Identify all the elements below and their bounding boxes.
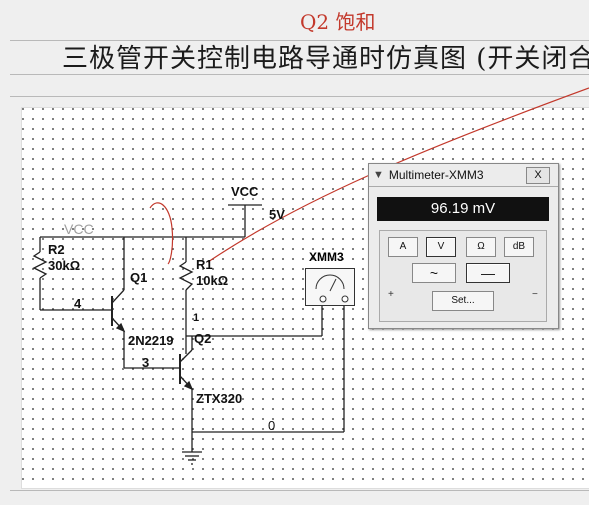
node-4-label: 4 xyxy=(74,296,82,311)
multimeter-title: Multimeter-XMM3 xyxy=(388,168,484,182)
q2-part-label: ZTX320 xyxy=(196,391,243,406)
vcc-source-label: VCC xyxy=(231,184,259,199)
ruled-line xyxy=(10,74,589,75)
close-button[interactable]: X xyxy=(526,167,550,184)
mode-ampere-button[interactable]: A xyxy=(388,237,418,257)
r1-resistor xyxy=(178,261,194,291)
q1-name-label: Q1 xyxy=(130,270,148,285)
node-1-label: 1 xyxy=(193,312,200,324)
plus-terminal-label: + xyxy=(388,289,394,300)
r1-name-label: R1 xyxy=(196,257,213,272)
r2-value-label: 30kΩ xyxy=(48,258,81,273)
multimeter-icon: ▼ xyxy=(373,169,384,181)
q2-name-label: Q2 xyxy=(194,331,212,346)
meter-dial-icon xyxy=(315,274,349,303)
meter-ref-label: XMM3 xyxy=(309,250,344,264)
ruled-line xyxy=(10,96,589,97)
handwritten-title: 三极管开关控制电路导通时仿真图 (开关闭合) xyxy=(62,44,589,74)
multimeter-titlebar[interactable]: ▼ Multimeter-XMM3 X xyxy=(369,164,558,187)
vcc-value-label: 5V xyxy=(269,207,285,222)
q2-emitter-arrow xyxy=(183,380,194,391)
red-base-mark xyxy=(149,202,174,265)
mode-ohm-button[interactable]: Ω xyxy=(466,237,496,257)
mode-db-button[interactable]: dB xyxy=(504,237,534,257)
ruled-line xyxy=(10,40,589,41)
control-panel: A V Ω dB ~ — + Set... − xyxy=(379,230,547,322)
r2-resistor xyxy=(32,251,48,279)
reading-display: 96.19 mV xyxy=(377,197,549,221)
dc-button[interactable]: — xyxy=(466,263,510,283)
multimeter-instrument[interactable] xyxy=(305,268,355,306)
node-3-label: 3 xyxy=(142,355,150,370)
r1-value-label: 10kΩ xyxy=(196,273,229,288)
multimeter-window: ▼ Multimeter-XMM3 X 96.19 mV A V Ω dB ~ … xyxy=(368,163,559,329)
q1-emitter-arrow xyxy=(115,322,126,333)
r2-name-label: R2 xyxy=(48,242,65,257)
q1-part-label: 2N2219 xyxy=(128,333,174,348)
minus-terminal-label: − xyxy=(532,289,538,300)
red-annotation: Q2 饱和 xyxy=(300,10,376,34)
ac-button[interactable]: ~ xyxy=(412,263,456,283)
mode-volt-button[interactable]: V xyxy=(426,237,456,257)
node-0-label: 0 xyxy=(268,418,276,433)
vcc-net-label: VCC xyxy=(64,221,94,237)
ruled-line xyxy=(10,490,589,491)
settings-button[interactable]: Set... xyxy=(432,291,494,311)
